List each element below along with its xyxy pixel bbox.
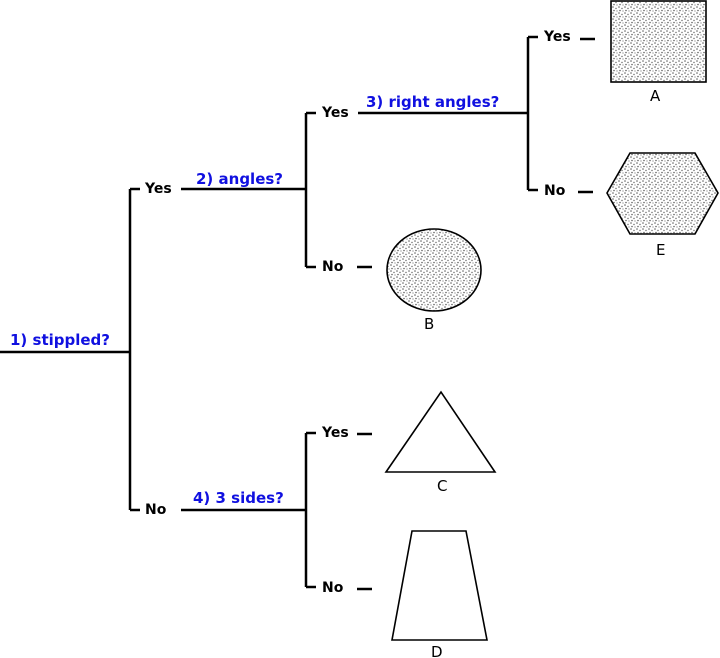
q3-yes-label: Yes bbox=[543, 29, 571, 45]
q2-yes-label: Yes bbox=[321, 105, 349, 121]
stippled-hexagon-shape bbox=[606, 152, 719, 235]
leaf-d-label: D bbox=[431, 643, 443, 658]
leaf-a-label: A bbox=[650, 87, 661, 105]
q4-no-label: No bbox=[322, 580, 344, 596]
stippled-circle-shape bbox=[386, 228, 482, 312]
leaf-c-label: C bbox=[437, 477, 447, 495]
leaf-e: E bbox=[606, 152, 719, 259]
q4-yes-label: Yes bbox=[321, 425, 349, 441]
question-3-node: 3) right angles? Yes No bbox=[358, 29, 595, 199]
stippled-square-shape bbox=[610, 0, 707, 83]
q2-no-label: No bbox=[322, 259, 344, 275]
question-4-node: 4) 3 sides? Yes No bbox=[181, 425, 372, 596]
q1-no-label: No bbox=[145, 502, 167, 518]
question-1-label: 1) stippled? bbox=[10, 331, 110, 349]
question-4-label: 4) 3 sides? bbox=[193, 489, 284, 507]
triangle-shape bbox=[384, 390, 497, 473]
root-node: 1) stippled? Yes No bbox=[0, 181, 172, 518]
leaf-a: A bbox=[610, 0, 707, 105]
question-2-node: 2) angles? Yes No bbox=[181, 105, 372, 275]
question-2-label: 2) angles? bbox=[196, 170, 283, 188]
trapezoid-shape bbox=[391, 530, 488, 641]
q3-no-label: No bbox=[544, 183, 566, 199]
question-3-label: 3) right angles? bbox=[366, 93, 499, 111]
leaf-e-label: E bbox=[656, 241, 665, 259]
leaf-b: B bbox=[386, 228, 482, 333]
leaf-c: C bbox=[384, 390, 497, 495]
q1-yes-label: Yes bbox=[144, 181, 172, 197]
leaf-d: D bbox=[391, 530, 488, 658]
leaf-b-label: B bbox=[424, 315, 434, 333]
